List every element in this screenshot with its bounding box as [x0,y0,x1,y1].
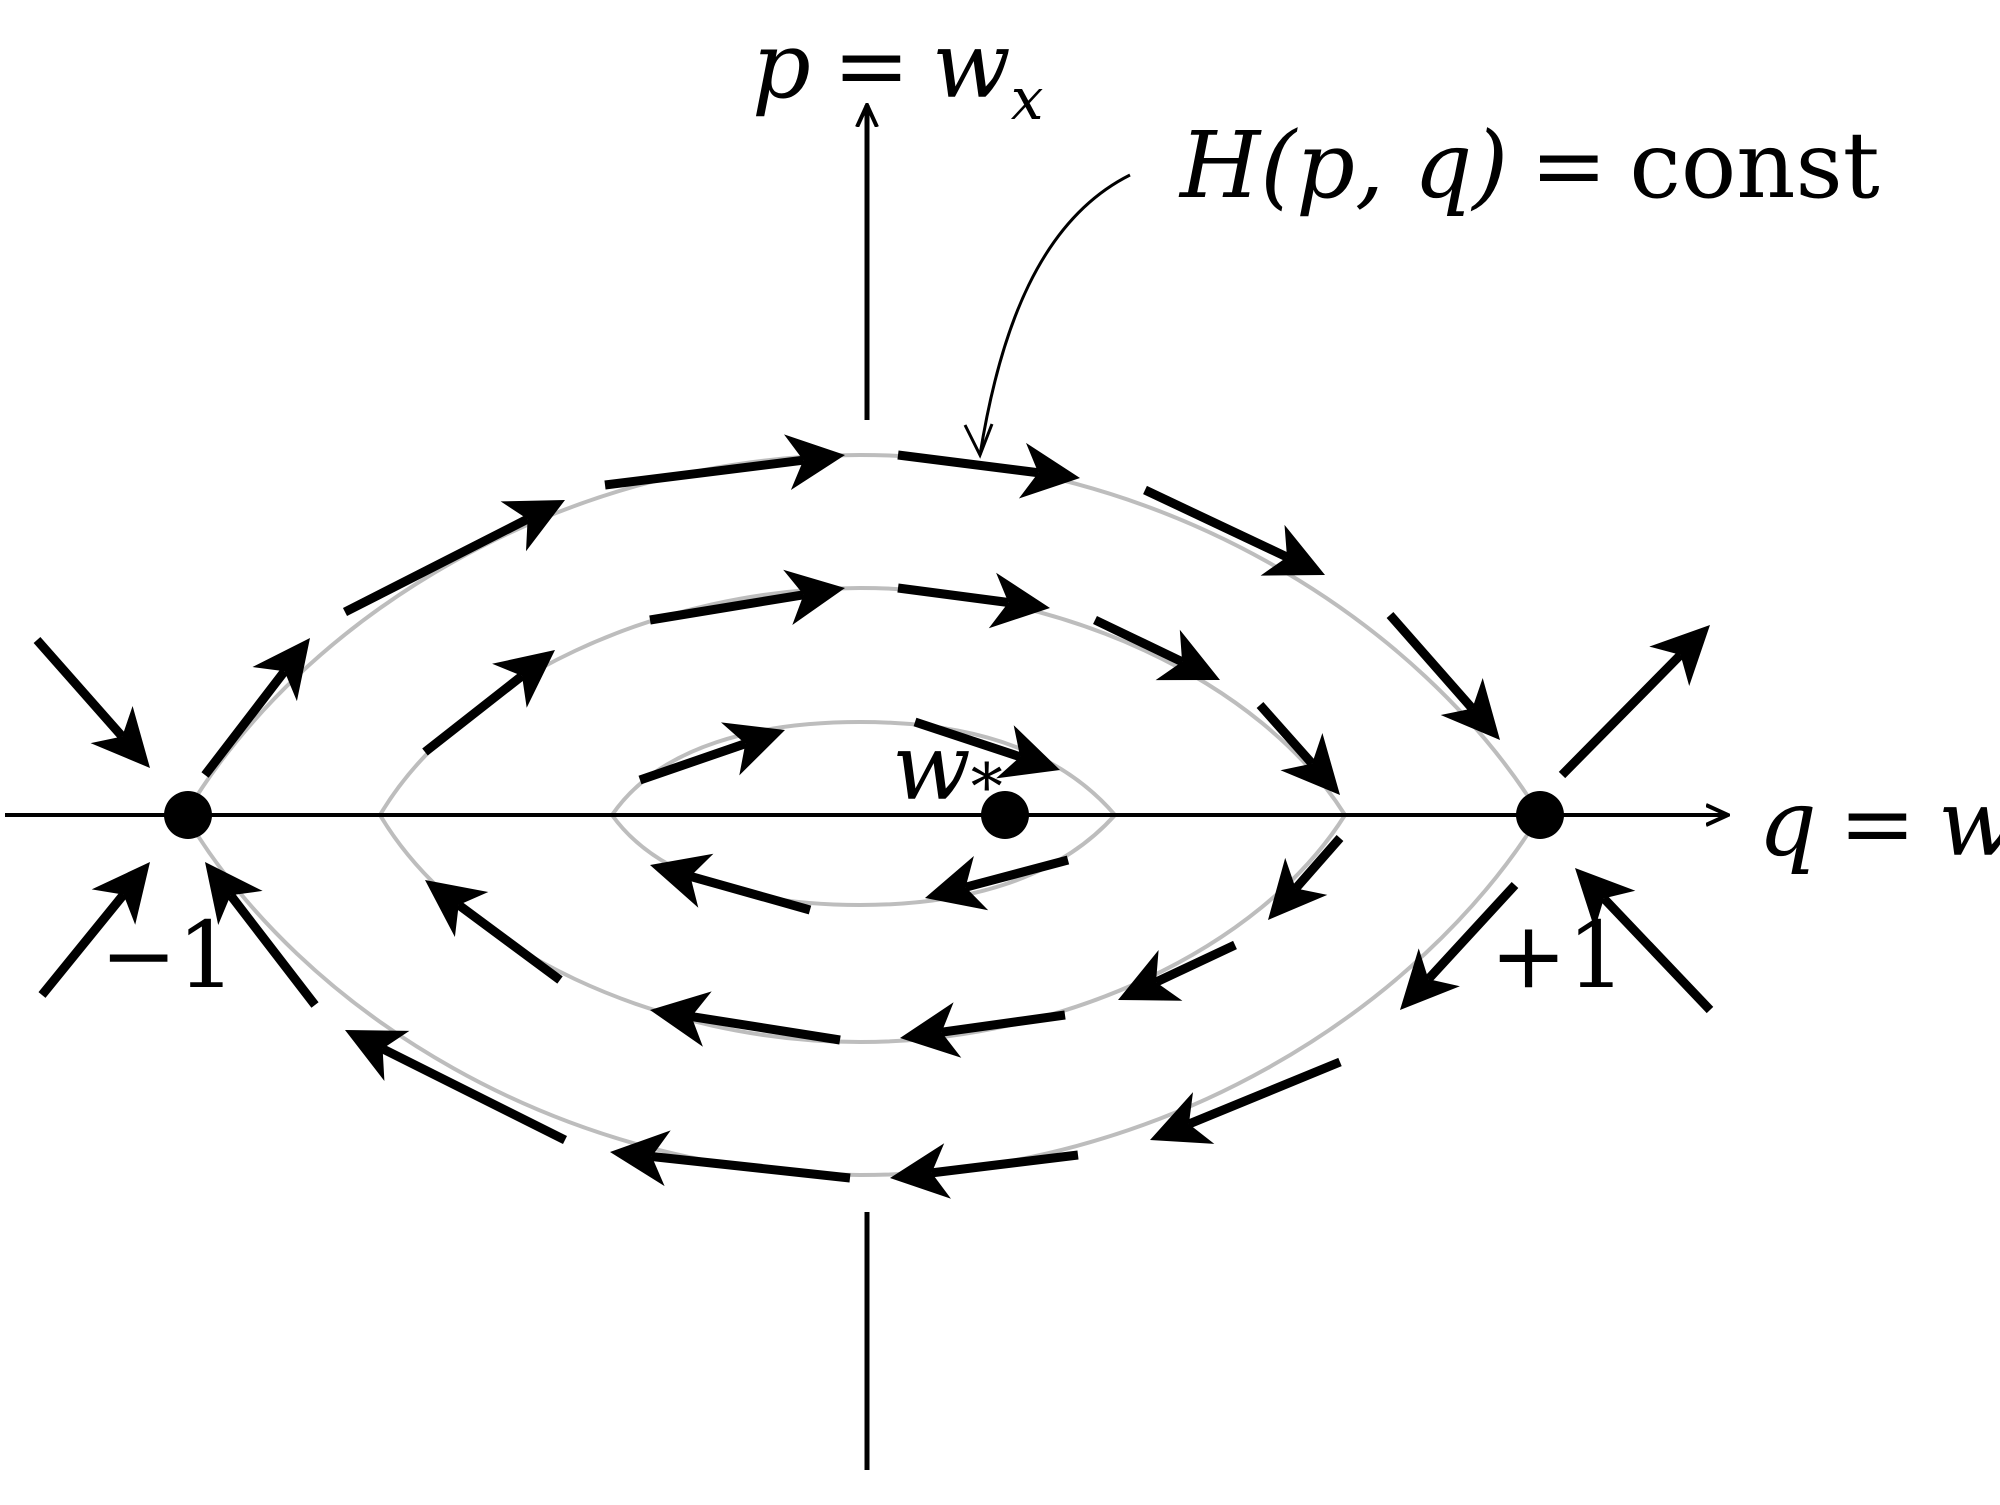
w-star-label: w* [892,722,1003,821]
flow-arrow-head-14 [988,572,1050,629]
flow-arrow-shaft-18 [1154,940,1237,987]
flow-arrow-shaft-10 [380,1044,568,1145]
w-star-label-sub: * [970,751,1003,825]
flow-arrow-shaft-5 [1386,612,1476,712]
p-axis-label-lhs: p [752,12,811,119]
flow-arrow-head-15 [1155,629,1220,681]
flow-arrow-shaft-19 [940,1010,1066,1037]
flow-arrow-shaft-2 [604,455,804,490]
flow-arrow-shaft-26 [33,637,126,740]
q-axis-label-rhs: w [1938,770,2000,877]
w-star-label-var: w [892,714,971,821]
flow-arrow-head-11 [205,862,263,925]
fixed-point-minus-one [164,791,212,839]
contour-label-eq: = [1530,112,1608,219]
plus-one-label: +1 [1490,902,1626,1009]
flow-arrow-shaft-16 [1256,702,1316,767]
p-axis-label-rhs: w [932,12,1011,119]
flow-arrow-shaft-17 [1292,835,1344,892]
flow-arrow-shaft-20 [690,1012,841,1045]
fixed-point-plus-one [1516,791,1564,839]
flow-arrow-shaft-4 [1143,485,1289,562]
axes [5,105,1728,1470]
flow-arrow-head-1 [500,500,565,552]
flow-arrow-head-18 [1118,950,1183,1001]
fixed-point-w-star [981,791,1029,839]
flow-arrow-head-23 [996,725,1060,779]
contour-annotation-pointer-head [963,423,994,459]
flow-arrow-shaft-25 [689,872,812,915]
flow-arrow-shaft-8 [931,1150,1079,1178]
flow-arrow-head-4 [1260,524,1325,576]
flow-arrow-head-10 [345,1030,410,1081]
flow-arrow-head-5 [1440,678,1500,740]
flow-arrow-shaft-13 [649,590,805,625]
flow-arrow-shaft-23 [913,717,1022,762]
flow-arrow-head-20 [650,991,712,1047]
flow-arrow-head-8 [890,1143,951,1199]
fixed-points [164,791,1564,839]
flow-arrow-head-12 [492,650,555,708]
flow-arrow-head-22 [721,722,785,776]
flow-arrow-shaft-0 [201,668,289,778]
flow-arrow-shaft-3 [897,450,1039,478]
flow-arrow-shaft-7 [1187,1057,1342,1129]
flow-arrow-shaft-1 [342,515,530,617]
flow-arrow-head-16 [1280,733,1340,795]
minus-one-label: −1 [100,902,236,1009]
contour-label-rhs: const [1629,112,1880,219]
flow-arrow-head-28 [1649,625,1710,686]
flow-arrow-shaft-29 [1600,895,1714,1014]
flow-arrow-head-6 [1400,948,1460,1010]
flow-arrow-shaft-24 [964,855,1070,892]
flow-arrow-shaft-15 [1093,615,1185,666]
contour-label-func: H(p, q) [1180,112,1509,219]
flow-arrow-head-0 [252,638,310,702]
flow-arrow-head-27 [91,862,150,925]
flow-arrow-shaft-12 [422,672,525,756]
contour-label: H(p, q)=const [1180,120,1880,212]
contour-annotation-pointer [978,173,1131,456]
flow-arrow-head-29 [1575,868,1636,930]
p-axis-label-eq: = [832,12,910,119]
flow-arrow-head-7 [1150,1092,1215,1144]
flow-arrow-head-25 [650,853,714,908]
flow-arrow-head-9 [610,1130,671,1187]
flow-arrow-shaft-27 [38,891,128,998]
q-axis-label-eq: = [1838,770,1916,877]
flow-arrow-head-19 [900,1002,962,1058]
flow-arrow-head-3 [1018,442,1080,499]
flow-arrow-head-2 [784,434,845,490]
flow-arrow-shaft-11 [227,892,319,1008]
flow-arrow-head-17 [1268,857,1328,920]
flow-arrow-shaft-22 [638,739,747,785]
p-axis-label: p=wx [752,20,1043,129]
flow-arrow-head-13 [783,569,845,625]
q-axis-label: q=w [1758,778,2000,870]
q-axis-label-lhs: q [1758,770,1817,877]
flow-arrow-head-26 [90,706,150,768]
flow-arrows [33,434,1714,1199]
p-axis-label-sub: x [1010,65,1044,133]
flow-arrow-shaft-21 [456,901,563,984]
flow-arrow-head-24 [925,856,989,911]
flow-arrow-shaft-28 [1558,651,1684,779]
flow-arrow-shaft-6 [1425,881,1519,983]
flow-arrow-shaft-14 [897,583,1009,607]
flow-arrow-head-21 [425,880,489,937]
flow-arrow-shaft-9 [651,1152,851,1183]
